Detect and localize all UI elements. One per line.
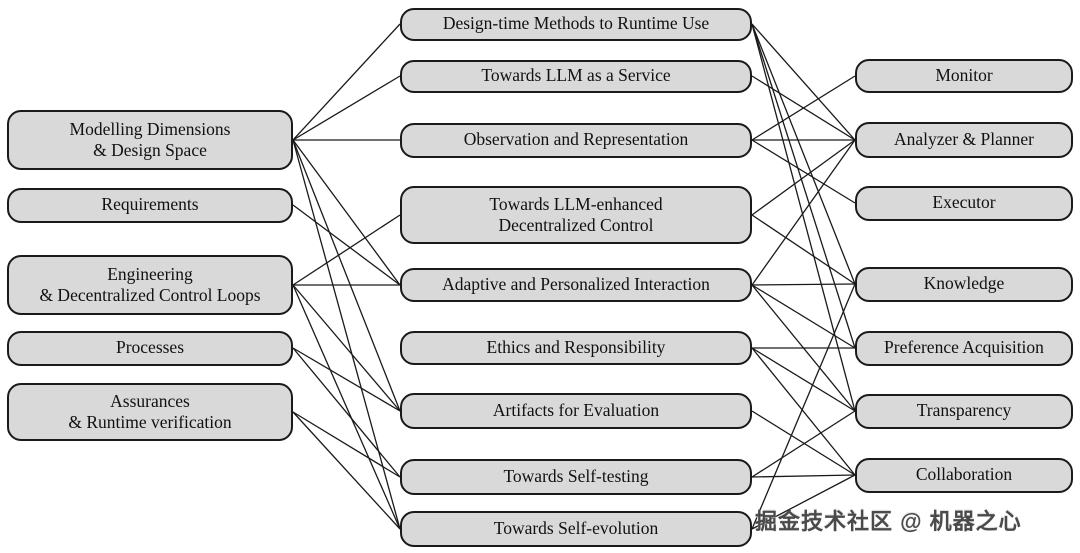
edge-processes-self_testing: [292, 347, 401, 478]
edge-modelling-artifacts: [292, 139, 401, 412]
node-collaboration: Collaboration: [855, 457, 1073, 493]
node-label: Preference Acquisition: [884, 337, 1044, 358]
watermark-text: 掘金技术社区 @ 机器之心: [755, 509, 1022, 534]
node-assurances: Assurances & Runtime verification: [7, 383, 293, 441]
edge-assurances-self_evolution: [292, 411, 401, 530]
edge-observation-monitor: [751, 75, 856, 141]
node-observation: Observation and Representation: [400, 122, 752, 158]
node-adaptive: Adaptive and Personalized Interaction: [400, 268, 752, 302]
node-label: Modelling Dimensions & Design Space: [69, 118, 231, 160]
node-label: Artifacts for Evaluation: [492, 400, 660, 421]
node-label: Monitor: [935, 65, 993, 86]
edge-design_time-knowledge: [751, 23, 856, 285]
edge-processes-artifacts: [292, 347, 401, 412]
node-label: Analyzer & Planner: [894, 129, 1034, 150]
edge-artifacts-collaboration: [751, 410, 856, 476]
edge-llm_enhanced-analyzer: [751, 139, 856, 216]
edge-self_evolution-collaboration: [751, 474, 856, 530]
node-label: Adaptive and Personalized Interaction: [442, 274, 710, 295]
node-label: Towards LLM-enhanced Decentralized Contr…: [489, 193, 663, 235]
node-self_evolution: Towards Self-evolution: [400, 511, 752, 547]
edge-modelling-adaptive: [292, 139, 401, 286]
edge-design_time-analyzer: [751, 23, 856, 141]
edge-observation-executor: [751, 139, 856, 204]
edge-llm_enhanced-knowledge: [751, 214, 856, 285]
node-label: Ethics and Responsibility: [486, 337, 666, 358]
edge-engineering-artifacts: [292, 284, 401, 412]
edge-design_time-transparency: [751, 23, 856, 412]
node-pref_acq: Preference Acquisition: [855, 330, 1073, 366]
node-requirements: Requirements: [7, 187, 293, 223]
node-label: Collaboration: [915, 464, 1013, 485]
node-label: Processes: [115, 337, 185, 358]
node-design_time: Design-time Methods to Runtime Use: [400, 7, 752, 41]
node-label: Engineering & Decentralized Control Loop…: [39, 263, 261, 305]
edge-assurances-self_testing: [292, 411, 401, 478]
node-label: Towards Self-evolution: [493, 518, 659, 539]
edge-self_testing-collaboration: [751, 474, 856, 478]
node-self_testing: Towards Self-testing: [400, 459, 752, 495]
node-processes: Processes: [7, 330, 293, 366]
node-ethics: Ethics and Responsibility: [400, 331, 752, 365]
edge-modelling-llm_service: [292, 75, 401, 141]
node-label: Knowledge: [923, 273, 1005, 294]
node-monitor: Monitor: [855, 59, 1073, 93]
node-label: Assurances & Runtime verification: [68, 390, 232, 432]
node-artifacts: Artifacts for Evaluation: [400, 393, 752, 429]
node-transparency: Transparency: [855, 393, 1073, 429]
node-llm_service: Towards LLM as a Service: [400, 59, 752, 93]
node-label: Observation and Representation: [463, 129, 689, 150]
edge-self_testing-transparency: [751, 410, 856, 478]
edge-ethics-transparency: [751, 347, 856, 412]
node-executor: Executor: [855, 185, 1073, 221]
node-label: Towards Self-testing: [503, 466, 649, 487]
edge-engineering-llm_enhanced: [292, 214, 401, 286]
edge-adaptive-analyzer: [751, 139, 856, 286]
node-label: Towards LLM as a Service: [481, 65, 671, 86]
edge-self_evolution-knowledge: [751, 283, 856, 530]
edge-ethics-collaboration: [751, 347, 856, 476]
node-engineering: Engineering & Decentralized Control Loop…: [7, 255, 293, 315]
edge-requirements-adaptive: [292, 204, 401, 286]
node-analyzer: Analyzer & Planner: [855, 122, 1073, 158]
node-label: Design-time Methods to Runtime Use: [442, 13, 710, 34]
edge-adaptive-pref_acq: [751, 284, 856, 349]
node-knowledge: Knowledge: [855, 266, 1073, 302]
edge-modelling-self_evolution: [292, 139, 401, 530]
edge-design_time-pref_acq: [751, 23, 856, 349]
node-modelling: Modelling Dimensions & Design Space: [7, 110, 293, 170]
node-label: Requirements: [101, 194, 199, 215]
node-label: Transparency: [916, 400, 1012, 421]
edge-adaptive-knowledge: [751, 283, 856, 286]
node-llm_enhanced: Towards LLM-enhanced Decentralized Contr…: [400, 186, 752, 244]
edge-modelling-design_time: [292, 23, 401, 141]
edge-engineering-self_evolution: [292, 284, 401, 530]
node-label: Executor: [932, 192, 996, 213]
